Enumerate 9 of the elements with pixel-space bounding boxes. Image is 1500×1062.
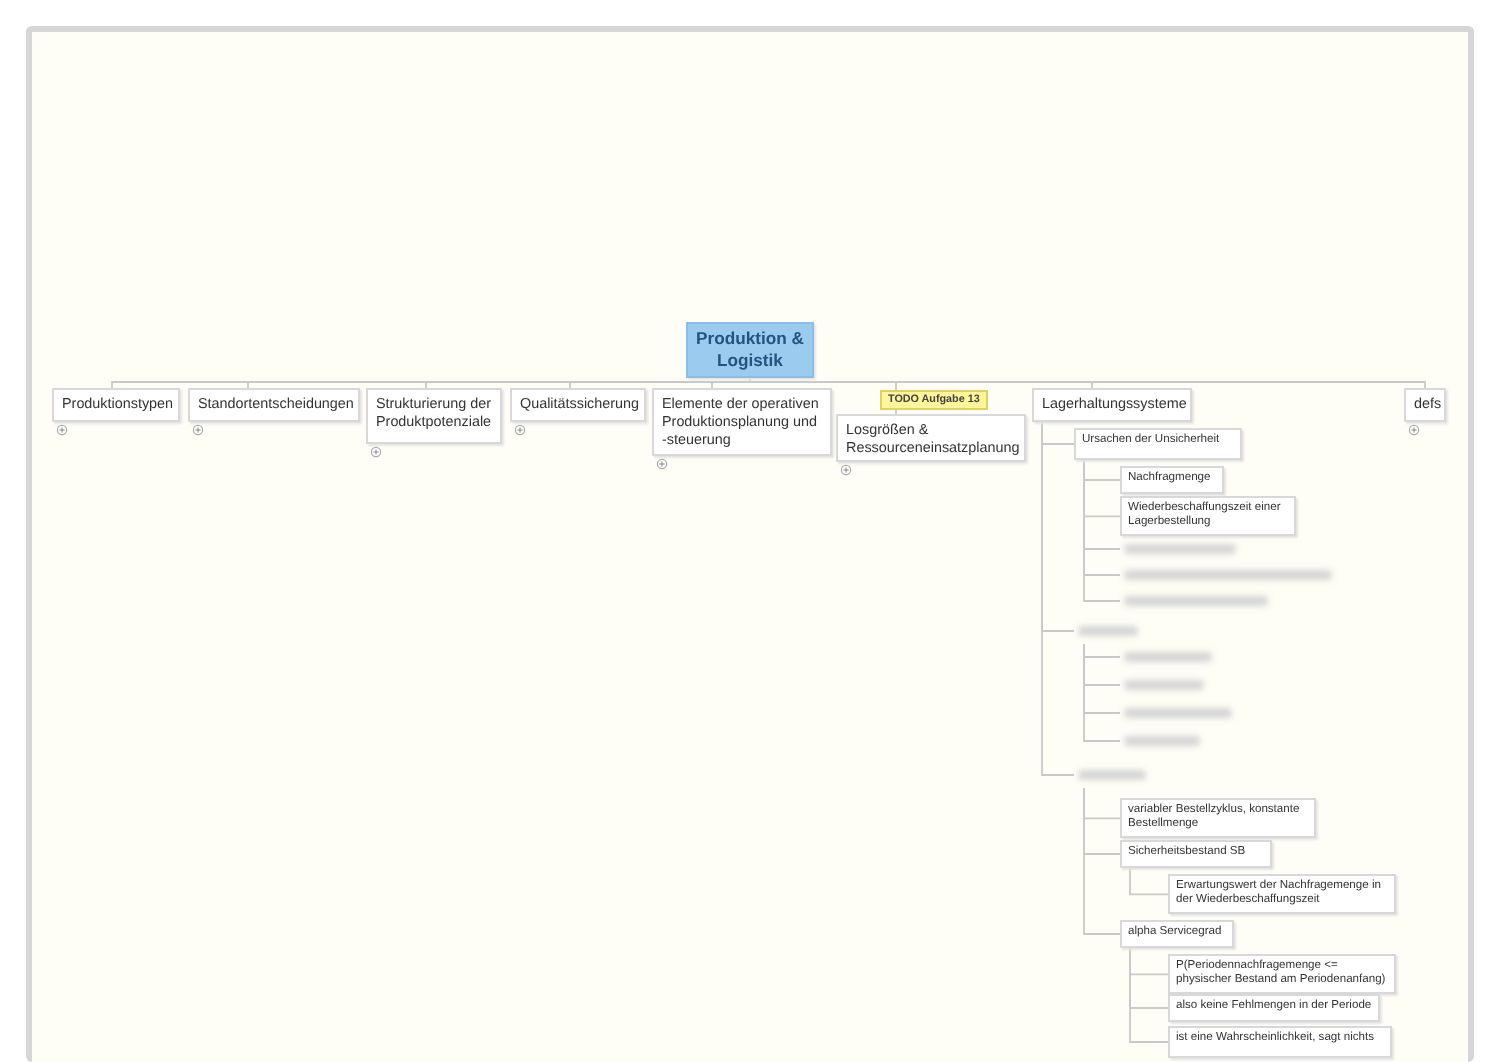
- connector-line: [711, 377, 751, 389]
- connector-line: [1083, 459, 1121, 602]
- connector-line: [1129, 947, 1169, 1043]
- central-topic: Produktion & Logistik: [686, 322, 814, 378]
- connector-line: [1083, 787, 1121, 935]
- connector-line: [749, 377, 1426, 389]
- connector-line: [1083, 643, 1121, 742]
- connector-line: [1041, 421, 1075, 776]
- connector-line: [1129, 867, 1169, 896]
